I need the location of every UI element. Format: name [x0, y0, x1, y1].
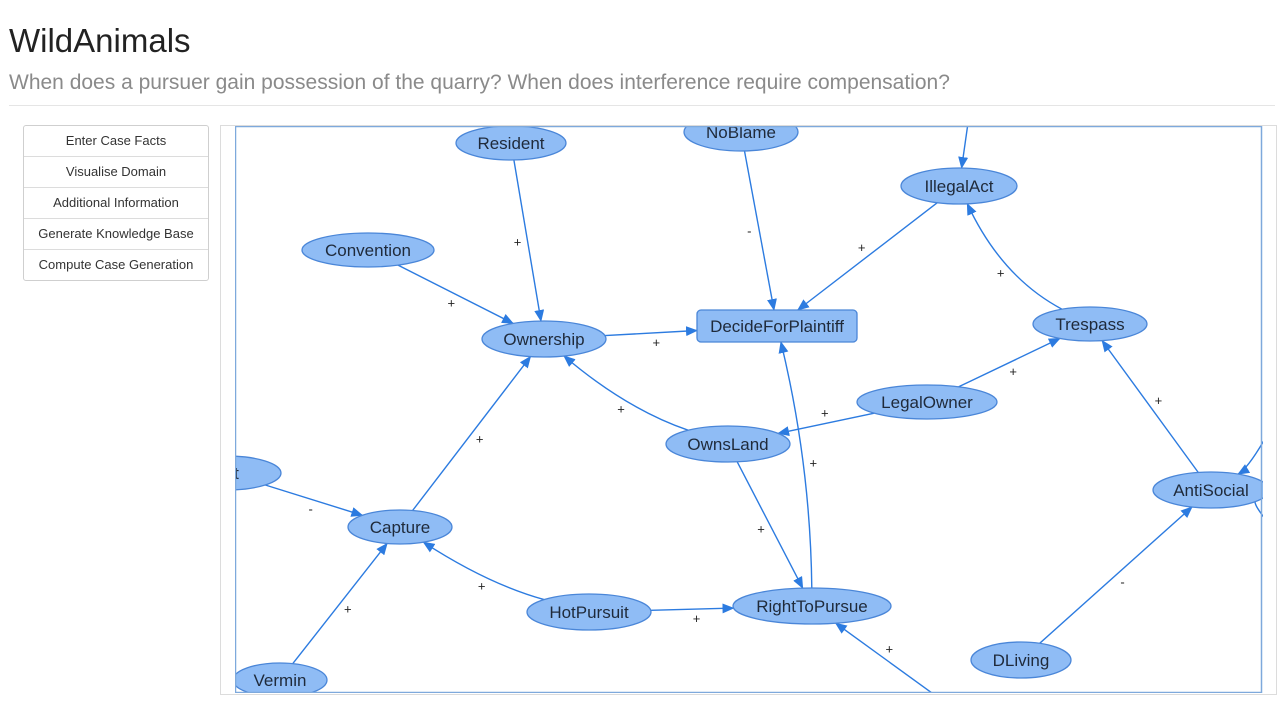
domain-graph[interactable]: + - + + + + + + + + + + - + + + + - + Resident NoBlameIlleg…: [235, 126, 1263, 693]
edge-label: +: [653, 335, 661, 350]
edge-label: +: [617, 402, 625, 417]
node-label: LegalOwner: [881, 393, 973, 412]
edge-label: +: [858, 240, 866, 255]
edge-label: +: [757, 522, 765, 537]
node-decideforplaintiff[interactable]: DecideForPlaintiff: [696, 309, 858, 343]
edge-righttopursue-to-decideforplaintiff: [778, 341, 813, 589]
edge-label: +: [476, 431, 484, 446]
edge-noblame-to-decideforplaintiff: [743, 150, 777, 311]
edge-label: +: [1009, 364, 1017, 379]
edge-label: +: [344, 602, 352, 617]
node-label: IllegalAct: [925, 177, 994, 196]
node-shape: [1152, 471, 1263, 509]
edge-legalowner-to-trespass: [958, 337, 1061, 388]
node-label: DLiving: [993, 651, 1050, 670]
node-label: AntiSocial: [1173, 481, 1249, 500]
edge-hotpursuit-to-capture: [422, 541, 545, 601]
edge-dliving-to-antisocial: [1039, 506, 1193, 644]
edge-offscreen-right-1-to-antisocial: [1237, 440, 1263, 475]
edge-label: +: [821, 405, 829, 420]
menu-generate-knowledge-base[interactable]: Generate Knowledge Base: [24, 219, 208, 250]
node-ght[interactable]: ght: [235, 455, 282, 491]
node-shape: [665, 425, 791, 463]
node-shape: [301, 232, 435, 268]
node-shape: [455, 126, 567, 161]
edge-label: -: [1120, 575, 1124, 590]
edge-capture-to-ownership: [412, 355, 532, 511]
node-shape: [900, 167, 1018, 205]
edge-ownsland-to-ownership: [563, 355, 689, 431]
edge-resident-to-ownership: [513, 159, 545, 322]
menu-additional-information[interactable]: Additional Information: [24, 188, 208, 219]
node-capture[interactable]: Capture: [347, 509, 453, 545]
node-shape: [856, 384, 998, 420]
edge-trespass-to-illegalact: [966, 202, 1063, 310]
edge-label: +: [997, 266, 1005, 281]
edge-offscreen-top-to-illegalact: [958, 126, 969, 169]
edge-label: -: [309, 502, 313, 517]
node-label: OwnsLand: [687, 435, 768, 454]
node-shape: [235, 662, 328, 693]
page-subtitle: When does a pursuer gain possession of t…: [9, 71, 950, 94]
node-noblame[interactable]: NoBlame: [683, 126, 799, 152]
edge-label: +: [810, 455, 818, 470]
node-shape: [970, 641, 1072, 679]
graph-frame: [235, 126, 1263, 693]
node-shape: [683, 126, 799, 152]
node-shape: [481, 320, 607, 358]
edge-ownership-to-decideforplaintiff: [604, 326, 698, 337]
header-divider: [9, 105, 1275, 106]
node-label: RightToPursue: [756, 597, 868, 616]
node-hotpursuit[interactable]: HotPursuit: [526, 593, 652, 631]
edge-antisocial-to-trespass: [1101, 339, 1199, 473]
node-shape: [347, 509, 453, 545]
node-shape: [696, 309, 858, 343]
edge-ownsland-to-righttopursue: [736, 461, 804, 589]
page-title: WildAnimals: [9, 22, 191, 59]
node-legalowner[interactable]: LegalOwner: [856, 384, 998, 420]
edge-hotpursuit-to-righttopursue: [650, 603, 735, 614]
node-label: Convention: [325, 241, 411, 260]
node-label: HotPursuit: [549, 603, 629, 622]
node-righttopursue[interactable]: RightToPursue: [732, 587, 892, 625]
edge-label: +: [448, 295, 456, 310]
node-shape: [235, 455, 282, 491]
edge-label: -: [747, 224, 751, 239]
node-resident[interactable]: Resident: [455, 126, 567, 161]
edge-label: +: [693, 611, 701, 626]
edge-ght-to-capture: [265, 484, 364, 517]
node-label: Vermin: [254, 671, 307, 690]
node-shape: [526, 593, 652, 631]
node-vermin[interactable]: Vermin: [235, 662, 328, 693]
node-label: NoBlame: [706, 126, 776, 142]
node-dliving[interactable]: DLiving: [970, 641, 1072, 679]
edge-label: +: [514, 234, 522, 249]
node-label: Resident: [477, 134, 544, 153]
edge-legalowner-to-ownsland: [777, 412, 875, 437]
menu-compute-case-generation[interactable]: Compute Case Generation: [38, 257, 194, 272]
node-shape: [732, 587, 892, 625]
node-label: ght: [235, 464, 239, 483]
node-trespass[interactable]: Trespass: [1032, 306, 1148, 342]
menu-visualise-domain[interactable]: Visualise Domain: [24, 157, 208, 188]
node-illegalact[interactable]: IllegalAct: [900, 167, 1018, 205]
edge-label: +: [1155, 393, 1163, 408]
edge-convention-to-ownership: [397, 264, 514, 325]
edge-vermin-to-capture: [292, 542, 388, 665]
node-convention[interactable]: Convention: [301, 232, 435, 268]
node-label: Capture: [370, 518, 430, 537]
node-label: Ownership: [503, 330, 584, 349]
edge-label: +: [886, 642, 894, 657]
side-menu: Enter Case Facts Visualise Domain Additi…: [23, 125, 209, 281]
node-label: DecideForPlaintiff: [710, 317, 844, 336]
node-ownership[interactable]: Ownership: [481, 320, 607, 358]
edge-offscreen-bottom-right-to-righttopursue: [834, 622, 934, 693]
node-label: Trespass: [1055, 315, 1124, 334]
menu-enter-case-facts[interactable]: Enter Case Facts: [24, 126, 208, 157]
edge-illegalact-to-decideforplaintiff: [797, 202, 938, 311]
edge-label: +: [478, 579, 486, 594]
node-ownsland[interactable]: OwnsLand: [665, 425, 791, 463]
node-antisocial[interactable]: AntiSocial: [1152, 471, 1263, 509]
node-shape: [1032, 306, 1148, 342]
